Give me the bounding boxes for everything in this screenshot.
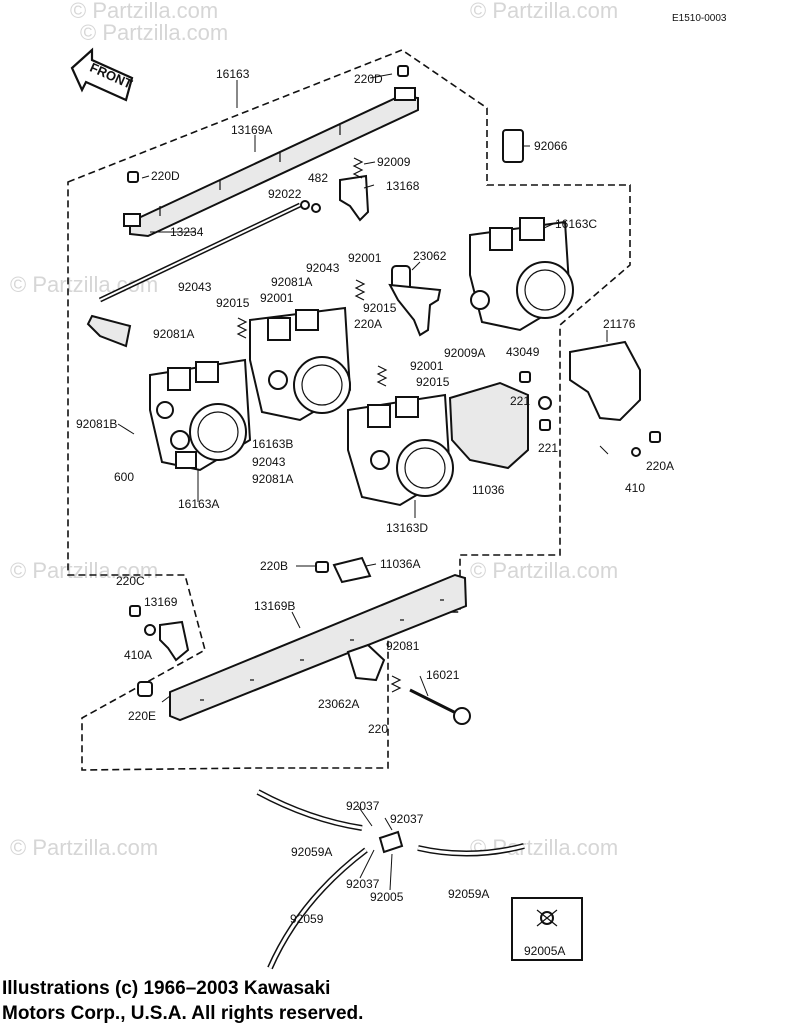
label-221: 221 bbox=[510, 394, 530, 408]
label-92009a: 92009A bbox=[444, 346, 485, 360]
label-92005a: 92005A bbox=[524, 944, 565, 958]
label-92005: 92005 bbox=[370, 890, 404, 904]
label-600: 600 bbox=[114, 470, 134, 484]
copyright-line-1: Illustrations (c) 1966–2003 Kawasaki bbox=[2, 978, 331, 999]
front-arrow: FRONT bbox=[70, 47, 135, 102]
part-shaft-13234 bbox=[86, 202, 302, 348]
springs bbox=[236, 157, 402, 693]
part-bracket-13168 bbox=[339, 174, 370, 222]
label-92009: 92009 bbox=[377, 155, 411, 169]
copyright-line-2: Motors Corp., U.S.A. All rights reserved… bbox=[2, 1003, 364, 1024]
label-92015: 92015 bbox=[216, 296, 250, 310]
label-92081a: 92081A bbox=[271, 275, 312, 289]
label-92037: 92037 bbox=[346, 877, 380, 891]
label-13163d: 13163D bbox=[386, 521, 428, 535]
label-11036a: 11036A bbox=[380, 557, 420, 571]
label-220b: 220B bbox=[260, 559, 288, 573]
label-92037: 92037 bbox=[390, 812, 424, 826]
part-sensor-21176 bbox=[569, 340, 641, 422]
label-43049: 43049 bbox=[506, 345, 540, 359]
part-cap-92066 bbox=[502, 129, 524, 163]
label-220c: 220C bbox=[116, 574, 145, 588]
label-92081a: 92081A bbox=[153, 327, 194, 341]
label-92081: 92081 bbox=[386, 639, 420, 653]
part-fuel-rail-16163 bbox=[123, 87, 419, 238]
label-16163a: 16163A bbox=[178, 497, 219, 511]
label-16163c: 16163C bbox=[555, 217, 597, 231]
label-92022: 92022 bbox=[268, 187, 302, 201]
label-13169a: 13169A bbox=[231, 123, 272, 137]
label-92015: 92015 bbox=[363, 301, 397, 315]
label-410a: 410A bbox=[124, 648, 152, 662]
label-92059: 92059 bbox=[290, 912, 324, 926]
label-16021: 16021 bbox=[426, 668, 460, 682]
part-labels: 16163 220D 13169A 220D 92009 92022 482 1… bbox=[76, 67, 674, 958]
label-16163: 16163 bbox=[216, 67, 250, 81]
part-box-92005a bbox=[511, 897, 583, 961]
label-92015: 92015 bbox=[416, 375, 450, 389]
leader-lines bbox=[117, 73, 609, 891]
label-92066: 92066 bbox=[534, 139, 568, 153]
assembly-outline bbox=[67, 49, 631, 771]
watermark: © Partzilla.com bbox=[10, 835, 158, 860]
diagram-ref: E1510-0003 bbox=[672, 13, 727, 24]
label-221: 221 bbox=[538, 441, 558, 455]
label-92059a: 92059A bbox=[448, 887, 489, 901]
part-rail-13169b bbox=[169, 573, 468, 722]
label-92001: 92001 bbox=[348, 251, 382, 265]
label-92081b: 92081B bbox=[76, 417, 117, 431]
watermark: © Partzilla.com bbox=[10, 558, 158, 583]
part-throttle-body-16163b bbox=[249, 306, 352, 422]
label-92043: 92043 bbox=[306, 261, 340, 275]
watermark: © Partzilla.com bbox=[80, 20, 228, 45]
part-bracket-11036a bbox=[332, 556, 372, 584]
part-bracket-13169 bbox=[159, 620, 190, 662]
watermark: © Partzilla.com bbox=[470, 835, 618, 860]
label-21176: 21176 bbox=[603, 317, 636, 331]
label-220a: 220A bbox=[646, 459, 674, 473]
part-throttle-body-16163a bbox=[149, 358, 252, 472]
label-482: 482 bbox=[308, 171, 328, 185]
label-23062a: 23062A bbox=[318, 697, 359, 711]
part-lever-23062 bbox=[388, 265, 442, 337]
part-screw-16021 bbox=[409, 688, 471, 725]
label-410: 410 bbox=[625, 481, 645, 495]
watermark: © Partzilla.com bbox=[70, 0, 218, 23]
label-92043: 92043 bbox=[252, 455, 286, 469]
watermark: © Partzilla.com bbox=[470, 558, 618, 583]
label-220d: 220D bbox=[151, 169, 180, 183]
label-220a: 220A bbox=[354, 317, 382, 331]
label-92001: 92001 bbox=[410, 359, 444, 373]
label-16163b: 16163B bbox=[252, 437, 293, 451]
label-92059a: 92059A bbox=[291, 845, 332, 859]
label-11036: 11036 bbox=[472, 483, 505, 497]
watermarks: © Partzilla.com © Partzilla.com © Partzi… bbox=[10, 0, 618, 860]
bolts bbox=[127, 65, 661, 697]
part-throttle-body-13163d bbox=[347, 393, 454, 507]
label-13168: 13168 bbox=[386, 179, 420, 193]
hoses bbox=[256, 789, 525, 970]
label-92043: 92043 bbox=[178, 280, 212, 294]
label-13234: 13234 bbox=[170, 225, 204, 239]
part-housing-11036 bbox=[448, 381, 529, 470]
label-23062: 23062 bbox=[413, 249, 447, 263]
label-13169: 13169 bbox=[144, 595, 178, 609]
part-throttle-body-16163c bbox=[469, 217, 574, 332]
part-lever-23062a bbox=[346, 643, 386, 682]
label-220: 220 bbox=[368, 722, 388, 736]
label-220e: 220E bbox=[128, 709, 156, 723]
label-13169b: 13169B bbox=[254, 599, 295, 613]
watermark: © Partzilla.com bbox=[470, 0, 618, 23]
label-92001: 92001 bbox=[260, 291, 294, 305]
label-92081a: 92081A bbox=[252, 472, 293, 486]
label-92037: 92037 bbox=[346, 799, 380, 813]
label-220d: 220D bbox=[354, 72, 383, 86]
